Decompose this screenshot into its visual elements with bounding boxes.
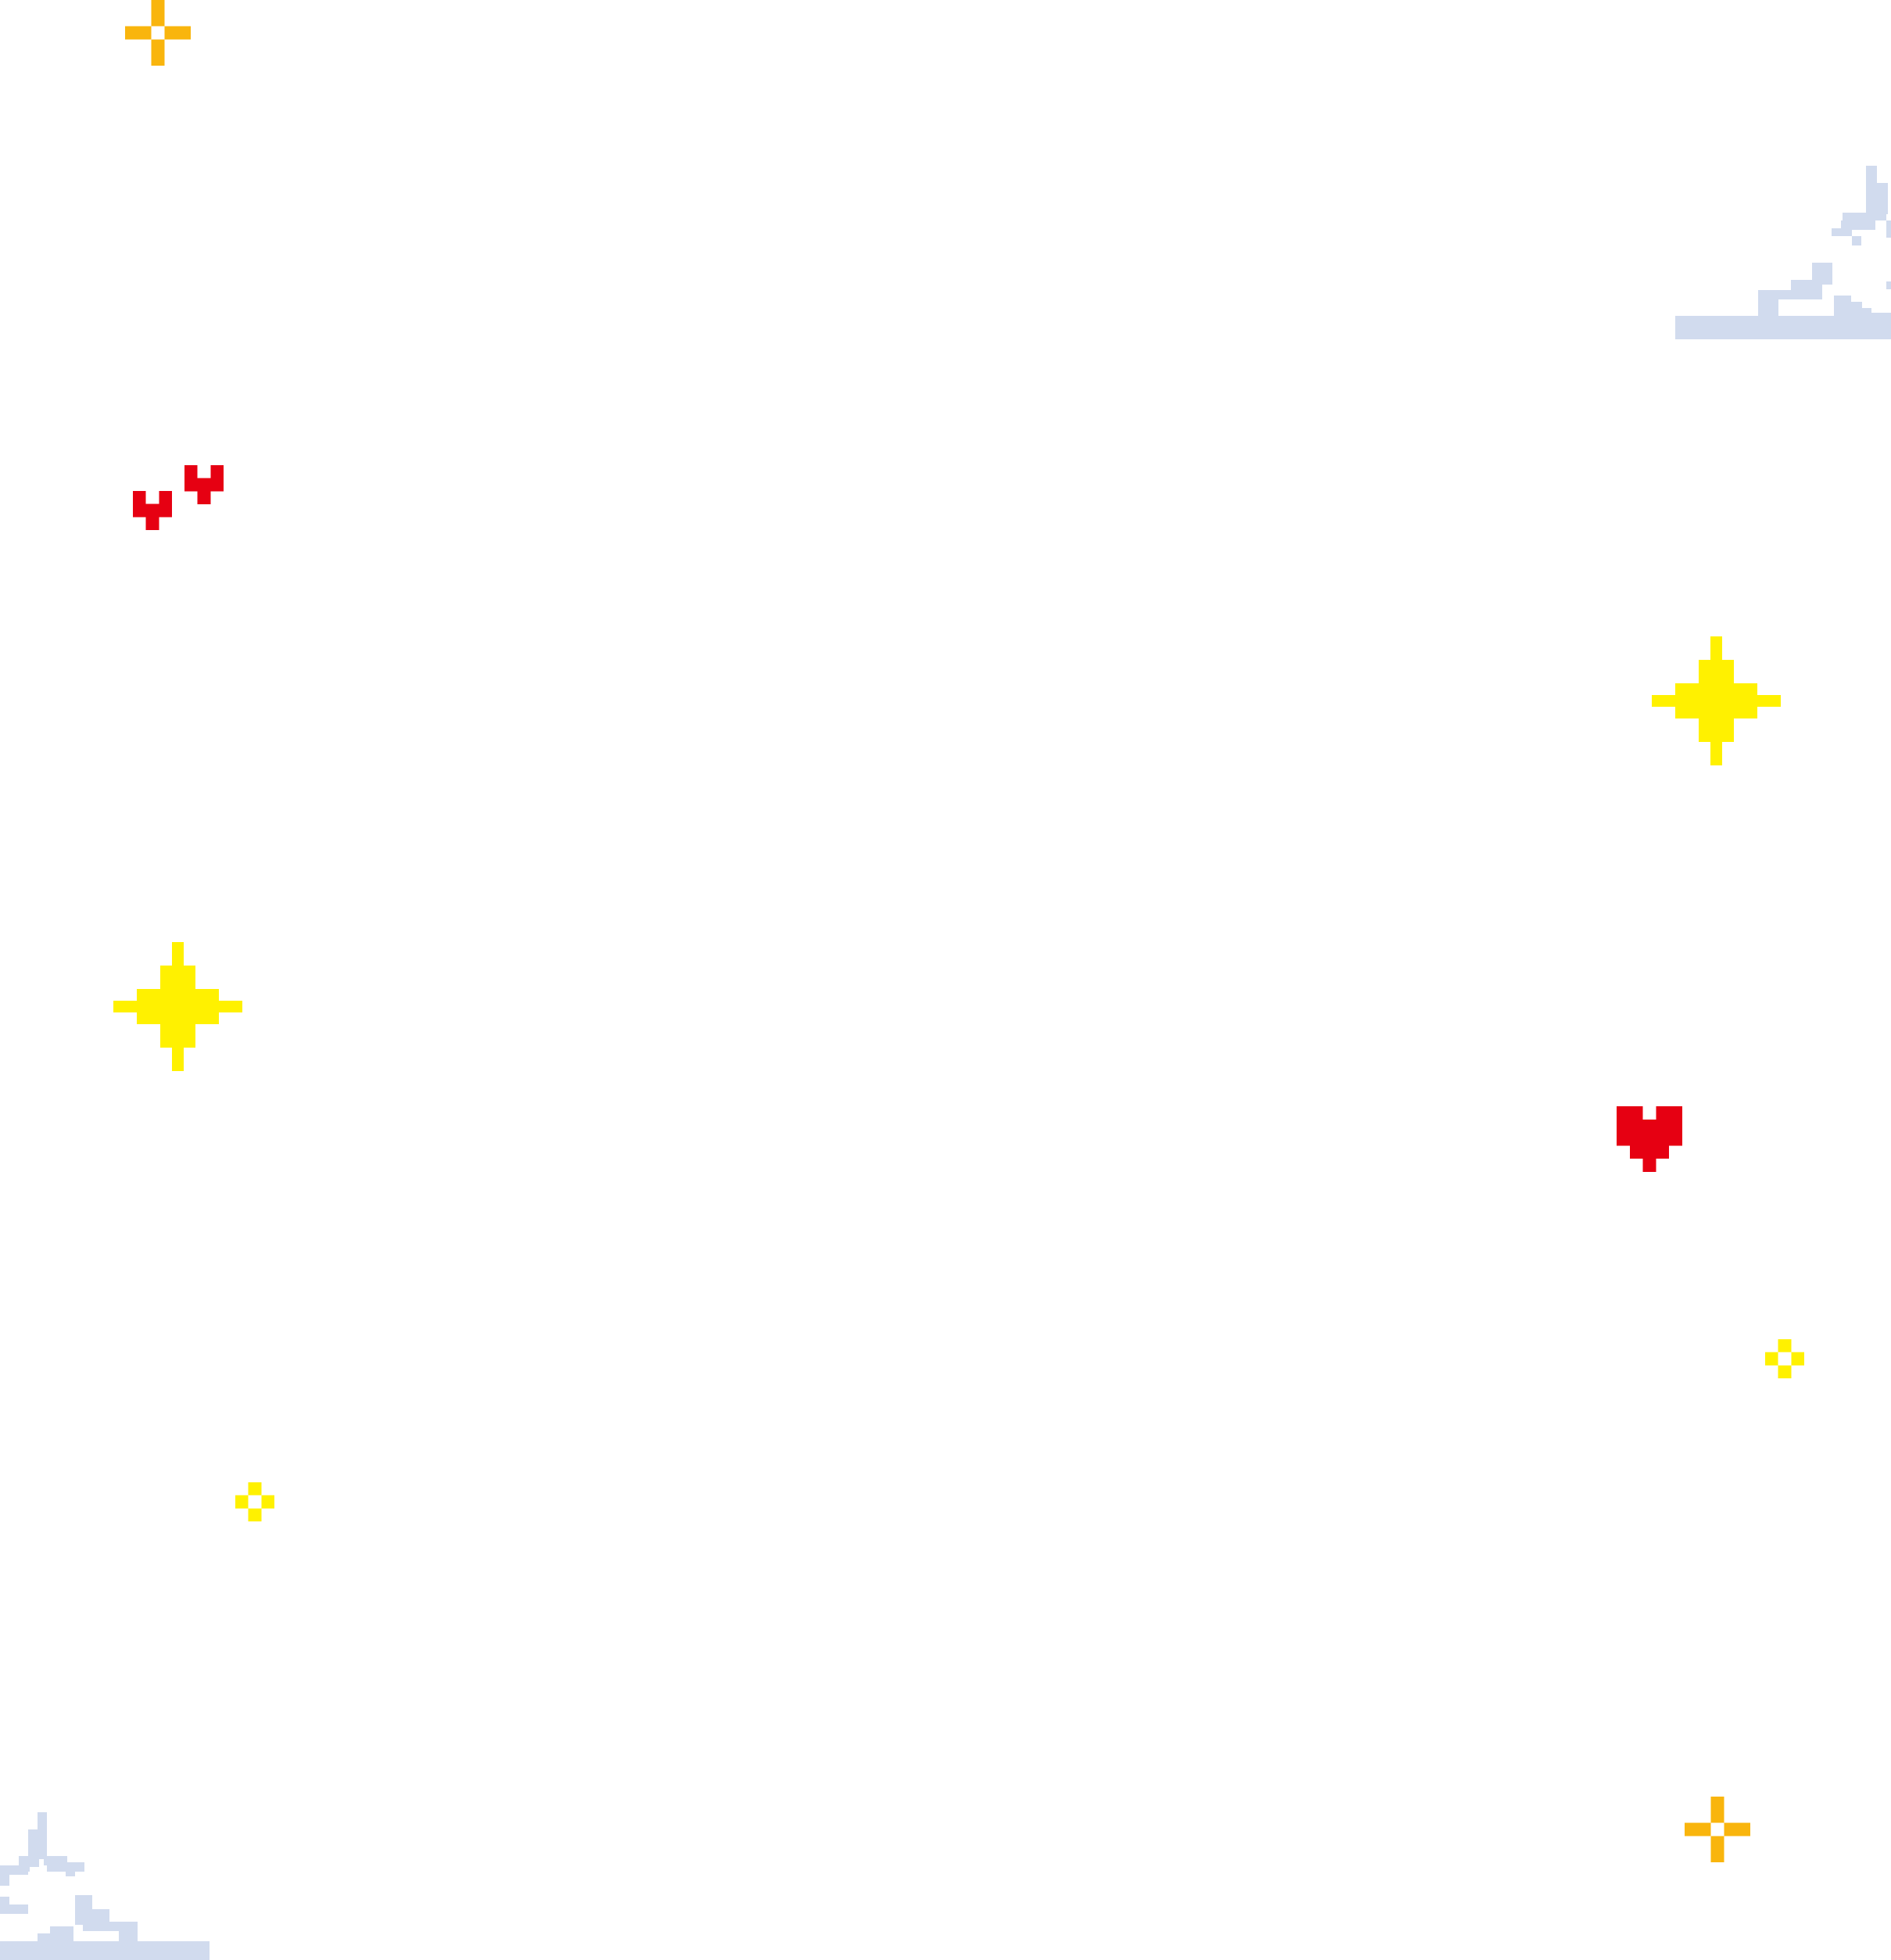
small-red-heart-icon xyxy=(184,465,224,504)
pixel-cloud-icon xyxy=(1675,166,1891,339)
large-yellow-star-icon xyxy=(113,942,242,1071)
large-yellow-star-icon xyxy=(1652,636,1781,765)
small-yellow-sparkle-icon xyxy=(1765,1339,1804,1378)
small-red-heart-icon xyxy=(133,491,172,530)
orange-sparkle-icon xyxy=(125,0,191,66)
pixel-cloud-icon xyxy=(0,1812,210,1960)
orange-sparkle-icon xyxy=(1685,1797,1750,1862)
small-yellow-sparkle-icon xyxy=(235,1482,274,1521)
red-heart-icon xyxy=(1617,1106,1682,1172)
